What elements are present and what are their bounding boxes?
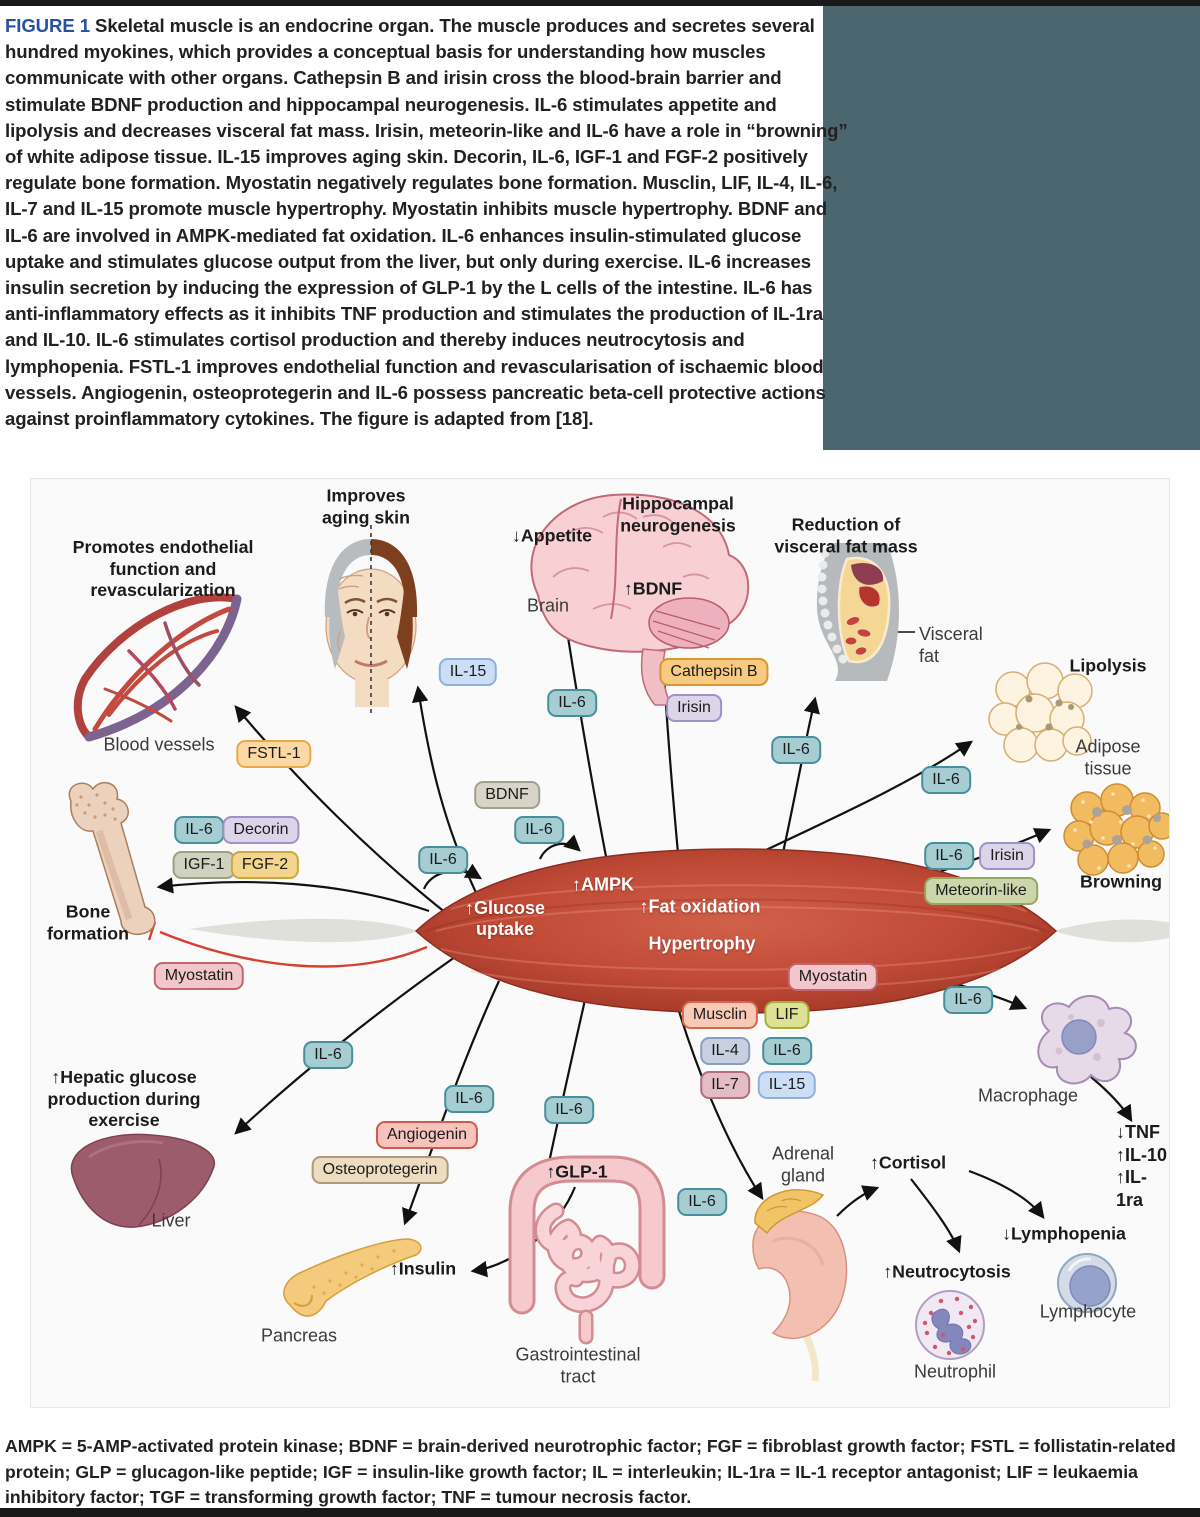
myokine-pill-il6: IL-6 — [544, 1096, 594, 1124]
label-blood-vessels: Blood vessels — [103, 734, 215, 755]
muscle-ampk-label: ↑AMPK — [572, 874, 634, 895]
myokine-pill-il6: IL-6 — [677, 1188, 727, 1216]
effect-lymphopenia-heading: ↓Lymphopenia — [1002, 1223, 1126, 1244]
label-adipose-tissue: Adipose tissue — [1075, 736, 1141, 779]
arrow-cortisol-to-lymphopenia — [968, 1169, 1045, 1219]
lymphocyte-illustration — [1057, 1253, 1117, 1313]
adipose-cells-illustration — [988, 662, 1093, 763]
figure-panel: Promotes endothelial function and revasc… — [30, 478, 1170, 1408]
top-rule — [0, 0, 1200, 6]
myokine-pill-il6: IL-6 — [771, 736, 821, 764]
label-adrenal-gland: Adrenal gland — [771, 1143, 835, 1186]
arrow-to-adrenal — [671, 990, 764, 1201]
arrow-adrenal-to-cortisol — [836, 1185, 880, 1217]
arrow-to-bone — [156, 877, 430, 913]
pancreas-illustration — [283, 1238, 422, 1317]
effect-hepatic-heading: ↑Hepatic glucose production during exerc… — [47, 1066, 201, 1130]
myokine-pill-irisin: Irisin — [979, 842, 1035, 870]
effect-visceral-heading: Reduction of visceral fat mass — [774, 514, 918, 557]
figure-number: FIGURE 1 — [5, 15, 90, 36]
effect-cortisol-heading: ↑Cortisol — [869, 1152, 947, 1173]
myokine-pill-il7: IL-7 — [700, 1071, 750, 1099]
myokine-pill-igf1: IGF-1 — [172, 851, 236, 879]
arrow-il6-ampk-curl — [538, 834, 581, 860]
myostatin-inhibits-bone — [159, 930, 428, 968]
blood-vessels-illustration — [73, 593, 242, 742]
effect-bdnf-heading: ↑BDNF — [623, 578, 683, 599]
myokine-pill-bdnf: BDNF — [474, 781, 540, 809]
myokine-pill-il6: IL-6 — [418, 846, 468, 874]
effect-insulin-heading: ↑Insulin — [389, 1258, 457, 1279]
myokine-pill-il15: IL-15 — [757, 1071, 817, 1099]
label-macrophage: Macrophage — [977, 1085, 1079, 1106]
label-liver: Liver — [151, 1210, 191, 1231]
muscle-glucose-label: ↑Glucose uptake — [464, 898, 546, 939]
effect-neutrocytosis-heading: ↑Neutrocytosis — [883, 1261, 1011, 1282]
diagram-artwork — [68, 493, 1169, 1382]
aging-face-illustration — [324, 525, 418, 713]
brown-fat-cells-illustration — [1063, 783, 1169, 876]
myokine-pill-lif: LIF — [764, 1001, 810, 1029]
abbreviations-footnote: AMPK = 5-AMP-activated protein kinase; B… — [5, 1436, 1176, 1507]
label-brain: Brain — [526, 595, 570, 616]
effect-glp1-heading: ↑GLP-1 — [546, 1161, 608, 1182]
myokine-pill-il6: IL-6 — [921, 766, 971, 794]
myokine-pill-meteorin: Meteorin-like — [924, 877, 1038, 905]
myokine-pill-myostatin: Myostatin — [787, 963, 879, 991]
liver-illustration — [70, 1133, 216, 1228]
arrow-cortisol-to-neutrocytosis — [910, 1178, 962, 1254]
label-lymphocyte: Lymphocyte — [1039, 1301, 1137, 1322]
myokine-pill-myostatin: Myostatin — [153, 962, 245, 990]
arrow-to-gi — [540, 990, 589, 1180]
visceral-fat-illustration — [816, 543, 899, 681]
brain-illustration — [530, 493, 750, 706]
myokine-pill-il6: IL-6 — [514, 816, 564, 844]
myokine-pill-il6: IL-6 — [547, 689, 597, 717]
effect-aging-skin-heading: Improves aging skin — [322, 485, 410, 528]
macrophage-illustration — [1037, 995, 1137, 1085]
myokine-pill-il6: IL-6 — [924, 842, 974, 870]
myokine-pill-fstl1: FSTL-1 — [236, 740, 312, 768]
myokine-pill-decorin: Decorin — [222, 816, 300, 844]
effect-hippocampal-heading: Hippocampal neurogenesis — [620, 493, 736, 536]
label-neutrophil: Neutrophil — [913, 1361, 997, 1382]
adrenal-kidney-illustration — [752, 1189, 848, 1382]
label-gi-tract: Gastrointestinal tract — [515, 1344, 641, 1387]
figure-caption-text: Skeletal muscle is an endocrine organ. T… — [5, 15, 848, 430]
myokine-pill-il6: IL-6 — [303, 1041, 353, 1069]
label-pancreas: Pancreas — [260, 1325, 338, 1346]
muscle-illustration — [189, 848, 1169, 1014]
myokine-pill-angiogenin: Angiogenin — [375, 1121, 479, 1149]
bottom-rule — [0, 1508, 1200, 1517]
myokine-pill-cathepsin-b: Cathepsin B — [659, 658, 769, 686]
figure-caption: FIGURE 1 Skeletal muscle is an endocrine… — [5, 13, 853, 432]
effect-lipolysis-heading: Lipolysis — [1069, 655, 1147, 676]
myokine-pill-fgf2: FGF-2 — [230, 851, 300, 879]
arrow-to-visceral-fat — [777, 696, 820, 872]
myokine-pill-il6: IL-6 — [174, 816, 224, 844]
muscle-fat-oxidation-label: ↑Fat oxidation — [639, 896, 761, 917]
neutrophil-illustration — [915, 1290, 985, 1360]
myokine-pill-musclin: Musclin — [681, 1001, 759, 1029]
effect-browning-heading: Browning — [1080, 871, 1162, 892]
myokine-pill-il6: IL-6 — [943, 986, 993, 1014]
arrow-macrophage-to-cytokines — [1090, 1076, 1133, 1123]
effect-endothelial-heading: Promotes endothelial function and revasc… — [72, 536, 254, 600]
muscle-hypertrophy-label: Hypertrophy — [648, 933, 756, 954]
myokine-pill-il15: IL-15 — [438, 658, 498, 686]
arrow-to-blood-vessels — [234, 705, 452, 918]
myokine-pill-irisin: Irisin — [666, 694, 722, 722]
label-visceral-fat: Visceral fat — [919, 624, 983, 666]
gi-tract-illustration — [508, 1155, 666, 1345]
myokine-pill-il4: IL-4 — [700, 1037, 750, 1065]
effect-appetite-heading: ↓Appetite — [511, 525, 593, 546]
effect-bone-heading: Bone formation — [47, 901, 129, 944]
myokine-pill-il6: IL-6 — [762, 1037, 812, 1065]
effect-cytokine-list: ↓TNF ↑IL-10 ↑IL-1ra — [1116, 1122, 1168, 1210]
slate-margin-block — [823, 6, 1200, 450]
bone-illustration — [68, 781, 156, 935]
myokine-pill-il6: IL-6 — [444, 1085, 494, 1113]
myokine-pill-osteoprotegerin: Osteoprotegerin — [311, 1156, 449, 1184]
